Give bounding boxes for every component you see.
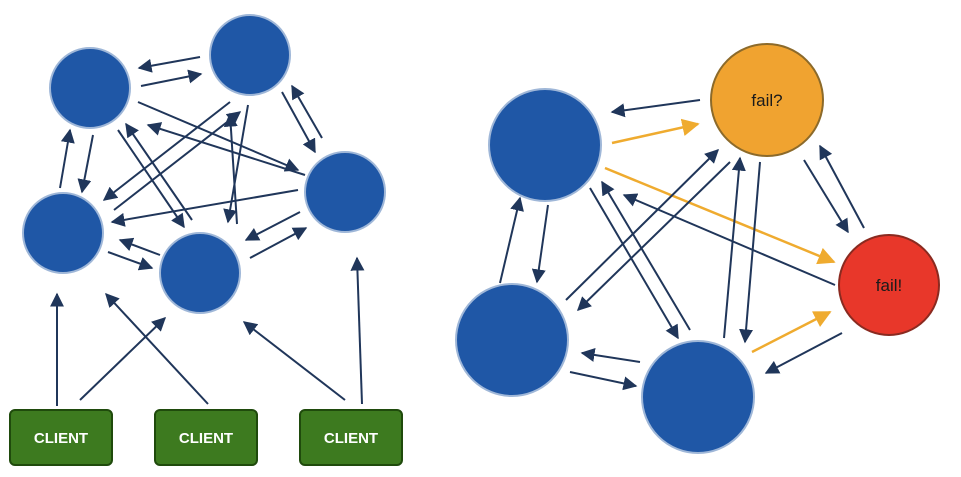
edge bbox=[580, 348, 641, 363]
edge bbox=[531, 204, 549, 284]
left-node bbox=[209, 14, 291, 96]
left-cluster-edges bbox=[50, 56, 365, 406]
edge bbox=[764, 332, 843, 374]
edge bbox=[79, 317, 167, 401]
edge bbox=[125, 122, 193, 221]
edge bbox=[601, 180, 691, 331]
edge bbox=[569, 371, 638, 391]
client-box: CLIENT bbox=[9, 409, 113, 466]
edge bbox=[102, 101, 231, 201]
edge bbox=[244, 211, 301, 241]
right-node bbox=[488, 88, 602, 202]
edge bbox=[105, 292, 209, 405]
edge bbox=[739, 161, 761, 344]
edge bbox=[803, 159, 849, 234]
failed-node: fail! bbox=[838, 234, 940, 336]
edge bbox=[137, 101, 300, 172]
edge-fail bbox=[611, 118, 700, 145]
edge bbox=[499, 196, 524, 284]
edge bbox=[281, 91, 316, 154]
right-node bbox=[641, 340, 755, 454]
edge-fail bbox=[604, 166, 836, 265]
left-node bbox=[304, 151, 386, 233]
edge bbox=[146, 122, 306, 176]
edge bbox=[242, 321, 346, 401]
left-node bbox=[159, 232, 241, 314]
edge bbox=[565, 149, 719, 301]
left-cluster: CLIENT CLIENT CLIENT bbox=[9, 14, 403, 466]
edge bbox=[589, 187, 679, 340]
left-node bbox=[22, 192, 104, 274]
client-label: CLIENT bbox=[179, 430, 233, 447]
edge bbox=[137, 56, 201, 73]
suspect-node: fail? bbox=[710, 43, 824, 157]
edge bbox=[291, 84, 323, 139]
edge bbox=[610, 99, 701, 118]
edge bbox=[223, 112, 238, 225]
right-cluster-edges bbox=[499, 99, 865, 391]
client-label: CLIENT bbox=[324, 430, 378, 447]
edge bbox=[140, 69, 203, 87]
edge bbox=[107, 251, 154, 271]
edge-fail bbox=[751, 310, 832, 354]
edge bbox=[223, 104, 249, 224]
edge bbox=[110, 189, 299, 227]
suspect-node-label: fail? bbox=[751, 91, 782, 110]
failed-node-label: fail! bbox=[876, 276, 902, 295]
client-box: CLIENT bbox=[299, 409, 403, 466]
edge bbox=[723, 156, 746, 339]
edge bbox=[249, 227, 308, 259]
edge bbox=[59, 128, 75, 189]
edge bbox=[77, 134, 94, 194]
right-cluster: fail? fail! bbox=[455, 43, 940, 454]
left-node bbox=[49, 47, 131, 129]
client-label: CLIENT bbox=[34, 430, 88, 447]
edge bbox=[622, 193, 836, 286]
edge bbox=[576, 161, 731, 311]
edge bbox=[118, 237, 161, 256]
edge bbox=[350, 256, 365, 405]
edge bbox=[113, 111, 242, 211]
client-box: CLIENT bbox=[154, 409, 258, 466]
right-node bbox=[455, 283, 569, 397]
edge bbox=[819, 144, 865, 229]
